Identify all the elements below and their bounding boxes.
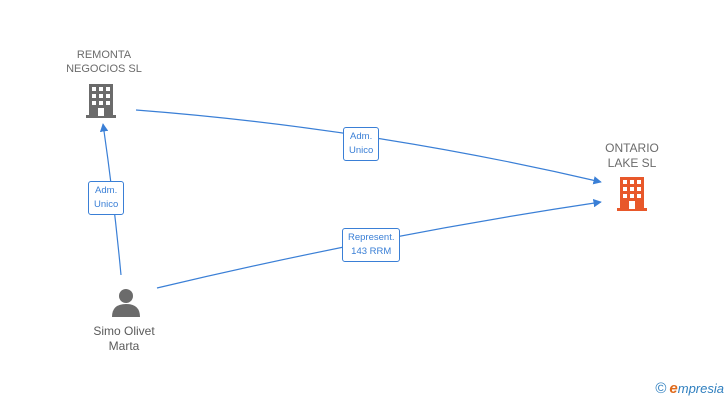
edge-label-line: Represent. bbox=[348, 232, 395, 243]
edge-label-line: Unico bbox=[94, 199, 119, 210]
node-label-line: Marta bbox=[108, 339, 140, 353]
node-label-line: Simo Olivet bbox=[93, 324, 155, 338]
building-icon[interactable] bbox=[86, 84, 116, 118]
edge-label-line: Adm. bbox=[95, 185, 118, 196]
brand-initial: e bbox=[669, 380, 678, 397]
node-label-line: REMONTA bbox=[76, 49, 132, 61]
empresia-watermark: ©empresia bbox=[655, 380, 724, 397]
node-label-ontario[interactable]: ONTARIO LAKE SL bbox=[572, 141, 692, 171]
edge-label-simo-to-ontario[interactable]: Represent. 143 RRM bbox=[342, 228, 401, 262]
node-label-line: LAKE SL bbox=[607, 156, 657, 170]
node-label-line: NEGOCIOS SL bbox=[66, 63, 142, 75]
edge-label-line: Adm. bbox=[350, 131, 373, 142]
node-label-simo[interactable]: Simo Olivet Marta bbox=[64, 324, 184, 354]
person-icon[interactable] bbox=[112, 289, 140, 317]
building-icon[interactable] bbox=[617, 177, 647, 211]
node-label-remonta[interactable]: REMONTA NEGOCIOS SL bbox=[44, 48, 164, 76]
edge-label-remonta-to-ontario[interactable]: Adm. Unico bbox=[343, 127, 380, 161]
edge-label-line: 143 RRM bbox=[351, 246, 392, 257]
edge-label-simo-to-remonta[interactable]: Adm. Unico bbox=[88, 181, 125, 215]
brand-name: mpresia bbox=[677, 381, 724, 396]
copyright-symbol: © bbox=[655, 380, 667, 397]
edge-label-line: Unico bbox=[349, 145, 374, 156]
node-label-line: ONTARIO bbox=[605, 141, 659, 155]
